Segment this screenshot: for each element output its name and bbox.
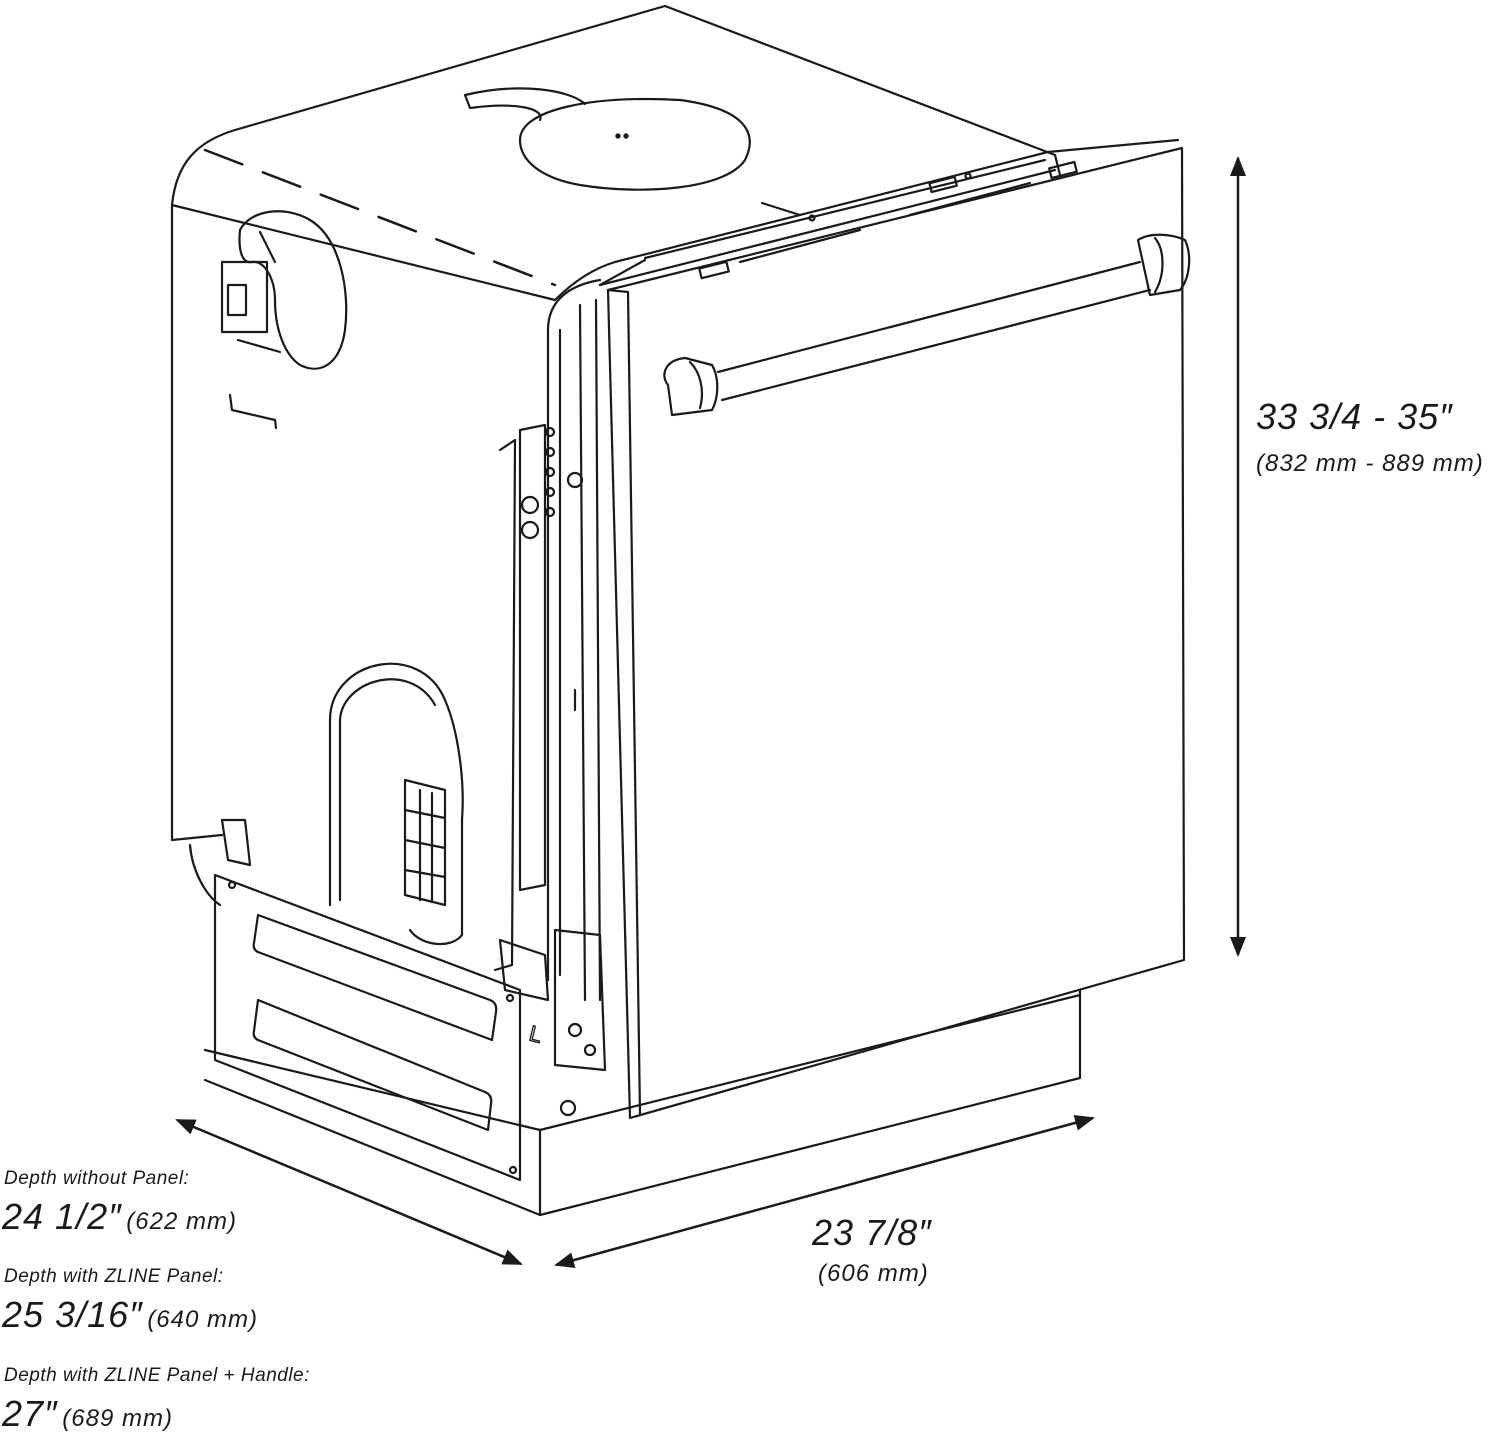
depth-row: 24 1/2″ (622 mm)	[2, 1196, 237, 1238]
width-value: 23 7/8″	[812, 1212, 932, 1253]
depth-metric: (622 mm)	[126, 1208, 237, 1235]
depth-value: 27″	[2, 1393, 58, 1434]
height-metric: (832 mm - 889 mm)	[1256, 450, 1484, 477]
height-value: 33 3/4 - 35″	[1256, 396, 1453, 437]
depth-caption: Depth with ZLINE Panel:	[4, 1266, 224, 1287]
door-handle	[663, 356, 719, 417]
depth-metric: (689 mm)	[62, 1405, 173, 1432]
panel-marking: L	[527, 1021, 545, 1048]
depth-caption: Depth without Panel:	[4, 1168, 190, 1189]
depth-metric: (640 mm)	[147, 1306, 258, 1333]
width-metric: (606 mm)	[818, 1260, 929, 1287]
width-dimension-arrow	[554, 1115, 1095, 1268]
side-access-cutouts	[220, 210, 464, 946]
depth-row: 25 3/16″ (640 mm)	[2, 1294, 258, 1336]
depth-row: 27″ (689 mm)	[2, 1393, 173, 1435]
dishwasher-cabinet	[170, 4, 1062, 842]
toe-kick-base	[188, 818, 1082, 1217]
depth-value: 24 1/2″	[2, 1196, 122, 1237]
door-hinge-assembly	[493, 278, 607, 1072]
depth-dimension-arrow	[175, 1118, 523, 1266]
door-panel	[598, 138, 1191, 1120]
depth-caption: Depth with ZLINE Panel + Handle:	[4, 1365, 310, 1386]
depth-value: 25 3/16″	[2, 1294, 143, 1335]
